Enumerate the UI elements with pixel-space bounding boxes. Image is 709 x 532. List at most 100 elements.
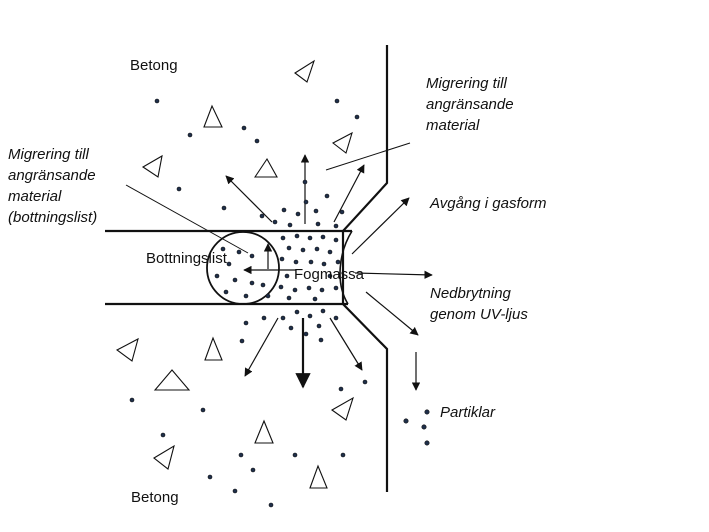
particle-dot [320,308,326,314]
particle-dot [249,253,255,259]
particle-dot [223,289,229,295]
particle-dot [362,379,368,385]
leader-migration-left [125,184,249,254]
leader-migration-right [325,142,411,171]
label-concrete-top: Betong [130,57,178,74]
aggregate-triangle [309,464,328,489]
particle-dot [288,325,294,331]
particle-dot [315,221,321,227]
particle-dot [303,199,309,205]
label-migration-right-line3: material [426,117,480,134]
label-backer-rod: Bottningslist [146,250,228,267]
particle-dot [333,285,339,291]
arrow-gas [351,197,410,255]
sealant-surface [339,230,353,305]
arrow-uv [365,291,419,336]
aggregate-triangle [331,131,353,154]
particle-dot [306,285,312,291]
particle-dot [316,323,322,329]
particle-dot [294,233,300,239]
label-uv-line1: Nedbrytning [430,285,512,302]
arrow-up-right [333,164,365,223]
particle-dot [292,287,298,293]
particle-dot [339,209,345,215]
particle-dot [176,186,182,192]
particle-dot [324,193,330,199]
particle-dot [284,273,290,279]
particle-dot [200,407,206,413]
particle-dot [300,247,306,253]
backer-rod [206,231,280,305]
particle-dot [268,502,274,508]
arrow-down-left [244,317,279,377]
particle-dot [286,295,292,301]
particle-dot [260,282,266,288]
particle-dot [214,273,220,279]
particle-dot [261,315,267,321]
label-migration-left-line4: (bottningslist) [8,209,97,226]
particle-dot [187,132,193,138]
label-migration-left-line3: material [8,188,62,205]
aggregate-triangles [115,59,354,489]
particle-dot [221,205,227,211]
particle-dot [333,223,339,229]
particle-dot [302,179,308,185]
particle-dot [286,245,292,251]
particle-dot [295,211,301,217]
particle-dot [307,313,313,319]
particle-dot [338,386,344,392]
particle-dot [319,287,325,293]
particle-dot [281,207,287,213]
particle-dot [318,337,324,343]
aggregate-triangle [153,369,191,391]
label-migration-right-line1: Migrering till [426,75,508,92]
particle-dot [321,261,327,267]
particle-dot [327,249,333,255]
label-gas: Avgång i gasform [429,195,546,212]
particle-dot [239,338,245,344]
aggregate-triangle [141,154,163,178]
particle-dot [294,309,300,315]
aggregate-triangle [294,59,316,83]
particle-dot [421,424,427,430]
particle-dot [340,452,346,458]
particle-dot [207,474,213,480]
particle-dots [129,98,430,508]
particle-dot [272,219,278,225]
particle-dot [354,114,360,120]
particle-dot [220,246,226,252]
particle-dot [293,259,299,265]
arrow-outward [354,270,433,280]
particle-dot [333,315,339,321]
particle-dot [334,98,340,104]
aggregate-triangle [253,157,278,178]
particle-dot [307,235,313,241]
particle-dot [424,409,430,415]
arrow-up-left [225,175,273,223]
arrow-down-right [329,317,363,371]
particle-dot [238,452,244,458]
concrete-edge-right [341,45,389,492]
particle-dot [259,213,265,219]
particle-dot [265,293,271,299]
aggregate-triangle [115,337,139,362]
aggregate-triangle [153,444,175,470]
particle-dot [292,452,298,458]
label-migration-right-line2: angränsande [426,96,514,113]
label-sealant: Fogmassa [294,266,365,283]
label-uv-line2: genom UV-ljus [430,306,528,323]
particle-dot [424,440,430,446]
aggregate-triangle [330,396,354,421]
label-concrete-bottom: Betong [131,489,179,506]
particle-dot [403,418,409,424]
aggregate-triangle [203,104,223,128]
label-migration-left-line1: Migrering till [8,146,90,163]
particle-dot [243,293,249,299]
particle-dot [160,432,166,438]
particle-dot [335,259,341,265]
label-migration-left-line2: angränsande [8,167,96,184]
particle-dot [154,98,160,104]
particle-dot [287,222,293,228]
